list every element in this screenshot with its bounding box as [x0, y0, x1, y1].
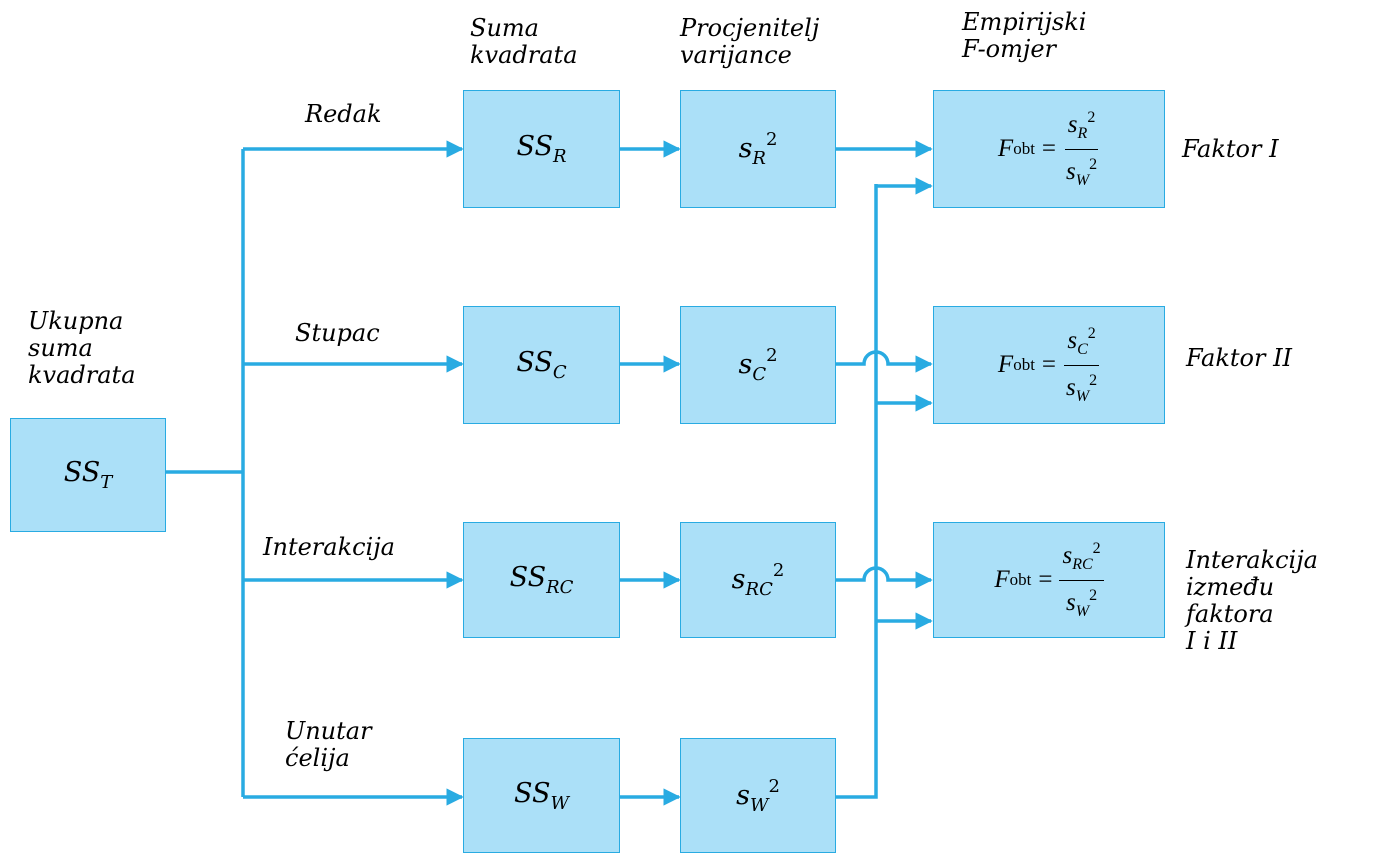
box-ss-within: SSW [463, 738, 620, 853]
arrow-s-c-to-f2 [836, 350, 933, 373]
box-ss-column: SSC [463, 306, 620, 424]
box-ss-total: SST [10, 418, 166, 532]
arrow-s-rc-to-f3 [836, 566, 933, 589]
symbol-var-row: sR2 [738, 129, 778, 169]
fraction-f-column: sC2 sW2 [1063, 321, 1100, 410]
symbol-var-interaction: sRC2 [731, 560, 785, 600]
branch-label-column: Stupac [295, 319, 380, 347]
box-var-interaction: sRC2 [680, 522, 836, 638]
symbol-ss-row: SSR [516, 131, 567, 167]
symbol-ss-column: SSC [516, 347, 567, 383]
box-ss-interaction: SSRC [463, 522, 620, 638]
box-var-column: sC2 [680, 306, 836, 424]
factor-label-interaction: Interakcija između faktora I i II [1186, 546, 1318, 655]
symbol-ss-total: SST [63, 457, 113, 493]
factor-label-2: Faktor II [1186, 344, 1293, 372]
symbol-var-column: sC2 [738, 345, 778, 385]
within-line [836, 184, 878, 799]
factor-label-1: Faktor I [1182, 135, 1279, 163]
header-f-ratio: Empirijski F-omjer [962, 8, 1087, 63]
symbol-ss-interaction: SSRC [509, 562, 574, 598]
box-var-row: sR2 [680, 90, 836, 208]
box-var-within: sW2 [680, 738, 836, 853]
header-total-sum-squares: Ukupna suma kvadrata [28, 307, 136, 389]
symbol-var-within: sW2 [736, 775, 780, 816]
symbol-ss-within: SSW [513, 777, 570, 814]
branch-label-row: Redak [305, 100, 382, 128]
header-sum-squares: Suma kvadrata [470, 14, 578, 69]
fraction-f-row: sR2 sW2 [1063, 105, 1100, 194]
box-ss-row: SSR [463, 90, 620, 208]
branch-label-within-cells: Unutar ćelija [285, 717, 372, 772]
fraction-f-interaction: sRC2 sW2 [1059, 536, 1104, 625]
branch-label-interaction: Interakcija [263, 533, 395, 561]
header-variance-estimator: Procjenitelj varijance [680, 14, 820, 69]
